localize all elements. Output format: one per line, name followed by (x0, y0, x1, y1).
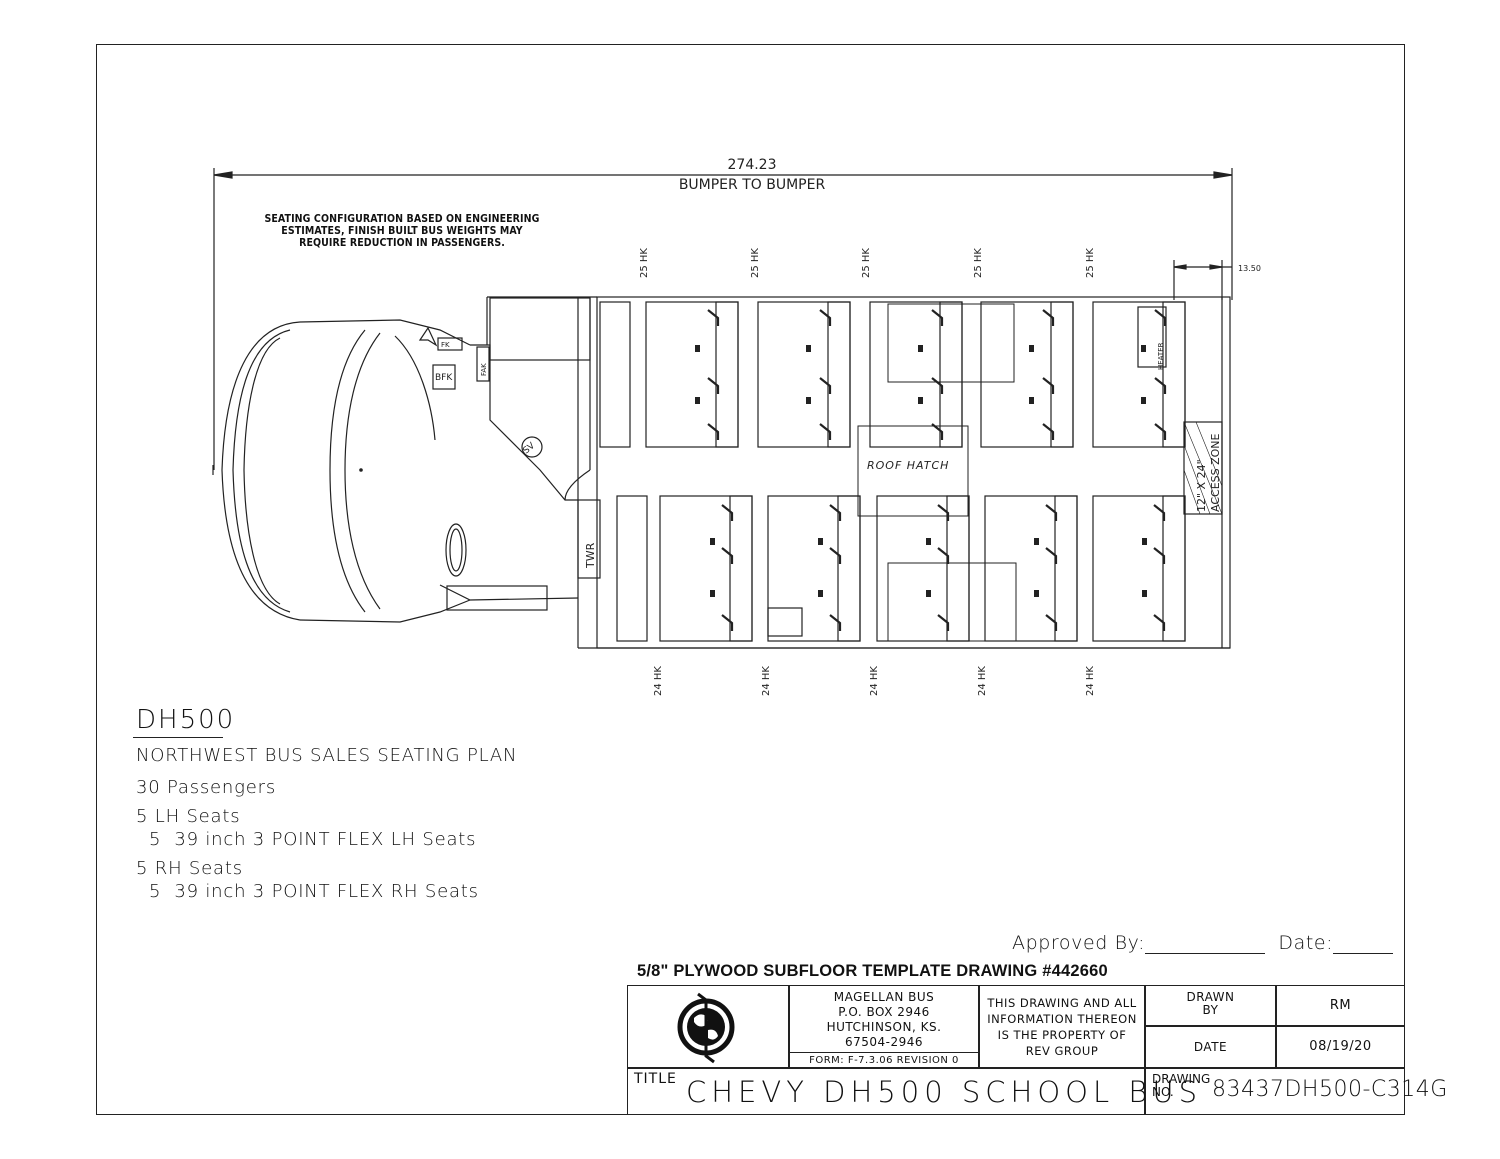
subfloor-title: 5/8" PLYWOOD SUBFLOOR TEMPLATE DRAWING #… (637, 962, 1108, 980)
company-zip: 67504-2946 (844, 1035, 924, 1049)
plan-title: NORTHWEST BUS SALES SEATING PLAN (136, 745, 518, 766)
approval-line: Approved By: Date: (1012, 932, 1394, 954)
seat-top-2 (757, 301, 851, 448)
roof-hatch-label: ROOF HATCH (867, 459, 949, 472)
passenger-count: 30 Passengers (136, 777, 276, 798)
access-zone-size: 12" X 24" (1195, 459, 1208, 512)
seat-top-5 (1092, 301, 1186, 448)
bus-body (486, 296, 1231, 649)
seatbelt-buckles (707, 309, 1167, 631)
fk-label: FK (441, 341, 450, 349)
property-cell: THIS DRAWING AND ALL INFORMATION THEREON… (979, 985, 1145, 1068)
heater-label: HEATER (1157, 342, 1165, 370)
title-cell: TITLE CHEVY DH500 SCHOOL BUS (627, 1068, 1197, 1115)
form-revision: FORM: F-7.3.06 REVISION 0 (790, 1052, 978, 1069)
seats-top-row (599, 301, 1186, 448)
seat-top-4 (980, 301, 1074, 448)
cab-outline (212, 319, 579, 623)
drawn-by-value: RM (1276, 985, 1405, 1026)
by-label: BY (1202, 1003, 1219, 1017)
rear-offset-dimension (1173, 260, 1232, 300)
bfk-label: BFK (435, 373, 453, 383)
property-line-4: REV GROUP (1025, 1044, 1099, 1058)
date-value: 08/19/20 (1276, 1026, 1405, 1068)
approval-date-blank[interactable] (1333, 939, 1394, 954)
engineering-note: SEATING CONFIGURATION BASED ON ENGINEERI… (252, 213, 552, 249)
lh-seats: 5 LH Seats (136, 806, 241, 827)
drawing-number: 83437DH500-C314G (1212, 1077, 1448, 1102)
company-cell: MAGELLAN BUS P.O. BOX 2946 HUTCHINSON, K… (789, 985, 979, 1068)
top-row-label-2: 25 HK (750, 248, 761, 278)
fak-label: FAK (480, 363, 488, 376)
access-zone-label: ACCESS ZONE (1209, 433, 1222, 512)
company-po-box: P.O. BOX 2946 (838, 1005, 930, 1019)
seat-top-1 (599, 301, 739, 448)
globe-logo-icon (677, 992, 735, 1064)
overall-dimension-line (213, 168, 1233, 470)
drawing-number-cell: DRAWING NO. 83437DH500-C314G (1145, 1068, 1447, 1115)
seat-bottom-2 (767, 495, 861, 642)
seatbelt-marks (695, 345, 1147, 597)
top-row-label-5: 25 HK (1085, 248, 1096, 278)
approval-date-label: Date: (1278, 932, 1334, 954)
approved-by-blank[interactable] (1145, 939, 1266, 954)
lh-seats-detail: 5 39 inch 3 POINT FLEX LH Seats (136, 829, 477, 850)
company-name: MAGELLAN BUS (833, 990, 935, 1004)
rh-seats: 5 RH Seats (136, 858, 243, 879)
model-underline (133, 737, 223, 738)
top-row-label-4: 25 HK (973, 248, 984, 278)
date-label: DATE (1145, 1026, 1276, 1068)
drawing-no-label-2: NO. (1152, 1085, 1174, 1099)
top-row-label-1: 25 HK (639, 248, 650, 278)
seat-top-3 (869, 301, 963, 448)
bottom-row-label-4: 24 HK (977, 666, 988, 696)
overall-length-label: BUMPER TO BUMPER (679, 177, 826, 193)
twr-label: TWR (584, 542, 597, 569)
seat-bottom-5 (1092, 495, 1186, 642)
drawing-no-label-1: DRAWING (1152, 1072, 1211, 1086)
approved-by-label: Approved By: (1012, 932, 1146, 954)
logo-cell (627, 985, 789, 1068)
overall-length-value: 274.23 (728, 157, 777, 173)
property-line-2: INFORMATION THEREON (987, 1012, 1137, 1026)
drawn-by-label-cell: DRAWN BY (1145, 985, 1276, 1026)
seats-bottom-row (616, 495, 1186, 642)
company-city: HUTCHINSON, KS. (826, 1020, 942, 1034)
bottom-row-label-2: 24 HK (761, 666, 772, 696)
rear-offset-value: 13.50 (1238, 264, 1261, 273)
bottom-row-label-3: 24 HK (869, 666, 880, 696)
top-row-label-3: 25 HK (861, 248, 872, 278)
property-line-3: IS THE PROPERTY OF (997, 1028, 1127, 1042)
roof-hatch (857, 303, 1017, 642)
seat-bottom-3 (876, 495, 970, 642)
note-line-1: SEATING CONFIGURATION BASED ON ENGINEERI… (264, 213, 540, 225)
drawn-label: DRAWN (1186, 990, 1235, 1004)
rh-seats-detail: 5 39 inch 3 POINT FLEX RH Seats (136, 881, 479, 902)
bottom-row-label-5: 24 HK (1085, 666, 1096, 696)
title-label: TITLE (634, 1071, 677, 1087)
note-line-3: REQUIRE REDUCTION IN PASSENGERS. (299, 237, 505, 249)
bottom-row-label-1: 24 HK (653, 666, 664, 696)
note-line-2: ESTIMATES, FINISH BUILT BUS WEIGHTS MAY (281, 225, 523, 237)
seat-bottom-1 (616, 495, 753, 642)
seat-bottom-4 (984, 495, 1078, 642)
model-name: DH500 (136, 705, 236, 735)
drawing-title: CHEVY DH500 SCHOOL BUS (686, 1075, 1202, 1109)
property-line-1: THIS DRAWING AND ALL (987, 996, 1137, 1010)
